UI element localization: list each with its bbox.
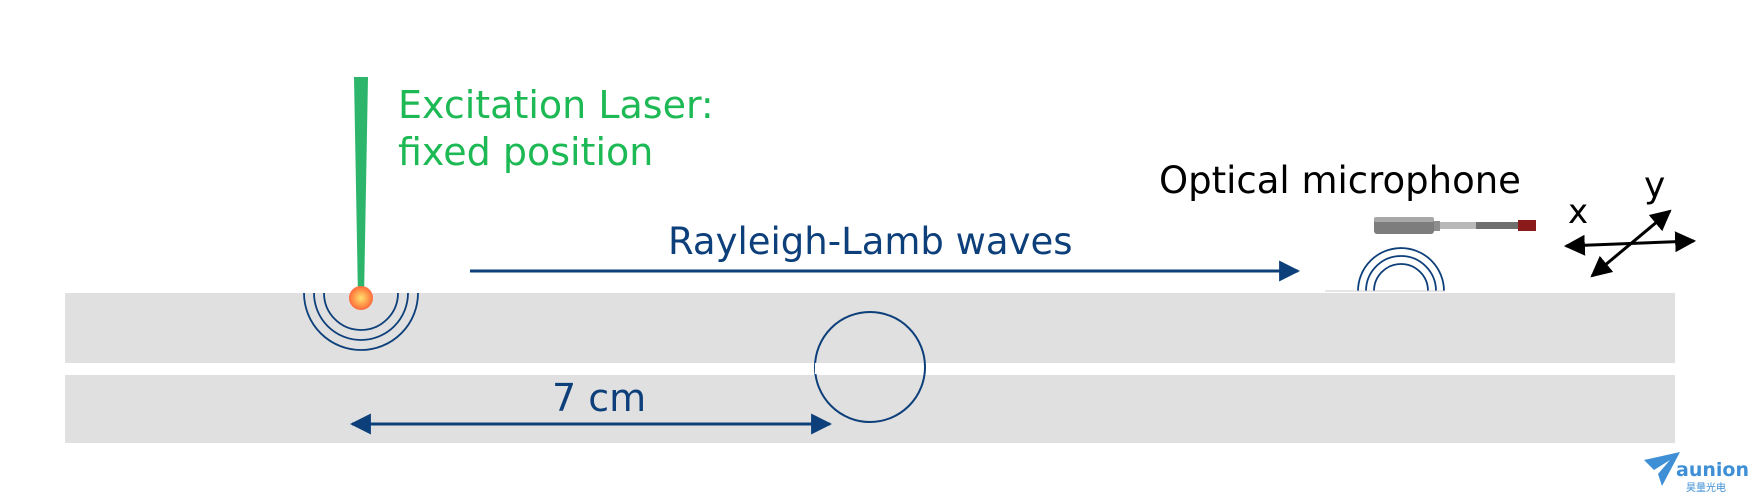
distance-label: 7 cm <box>552 376 646 420</box>
waves-label: Rayleigh-Lamb waves <box>668 220 1073 263</box>
lower-plate <box>65 375 1675 443</box>
y-axis-arrow <box>1590 209 1672 278</box>
microphone-label: Optical microphone <box>1159 159 1521 202</box>
microphone-wave-rings <box>1357 247 1445 292</box>
logo-icon <box>1644 452 1680 486</box>
laser-spot <box>349 286 373 310</box>
axes-indicator <box>1563 209 1697 278</box>
excitation-wave-rings <box>303 292 419 351</box>
logo-text: aunion <box>1676 459 1749 481</box>
laser-beam <box>354 77 368 298</box>
upper-plate <box>65 293 1675 363</box>
excitation-label-line1: Excitation Laser: <box>398 83 714 127</box>
axis-y-label: y <box>1644 165 1665 206</box>
gap-bridge-right <box>908 363 923 374</box>
optical-microphone-device <box>1374 217 1536 234</box>
axis-x-label: x <box>1568 192 1588 232</box>
aunion-logo: aunion 昊量光电 <box>1644 452 1749 494</box>
excitation-label-line2: fixed position <box>398 130 653 174</box>
logo-subtext: 昊量光电 <box>1686 481 1726 494</box>
gap-bridge-left <box>815 363 830 374</box>
